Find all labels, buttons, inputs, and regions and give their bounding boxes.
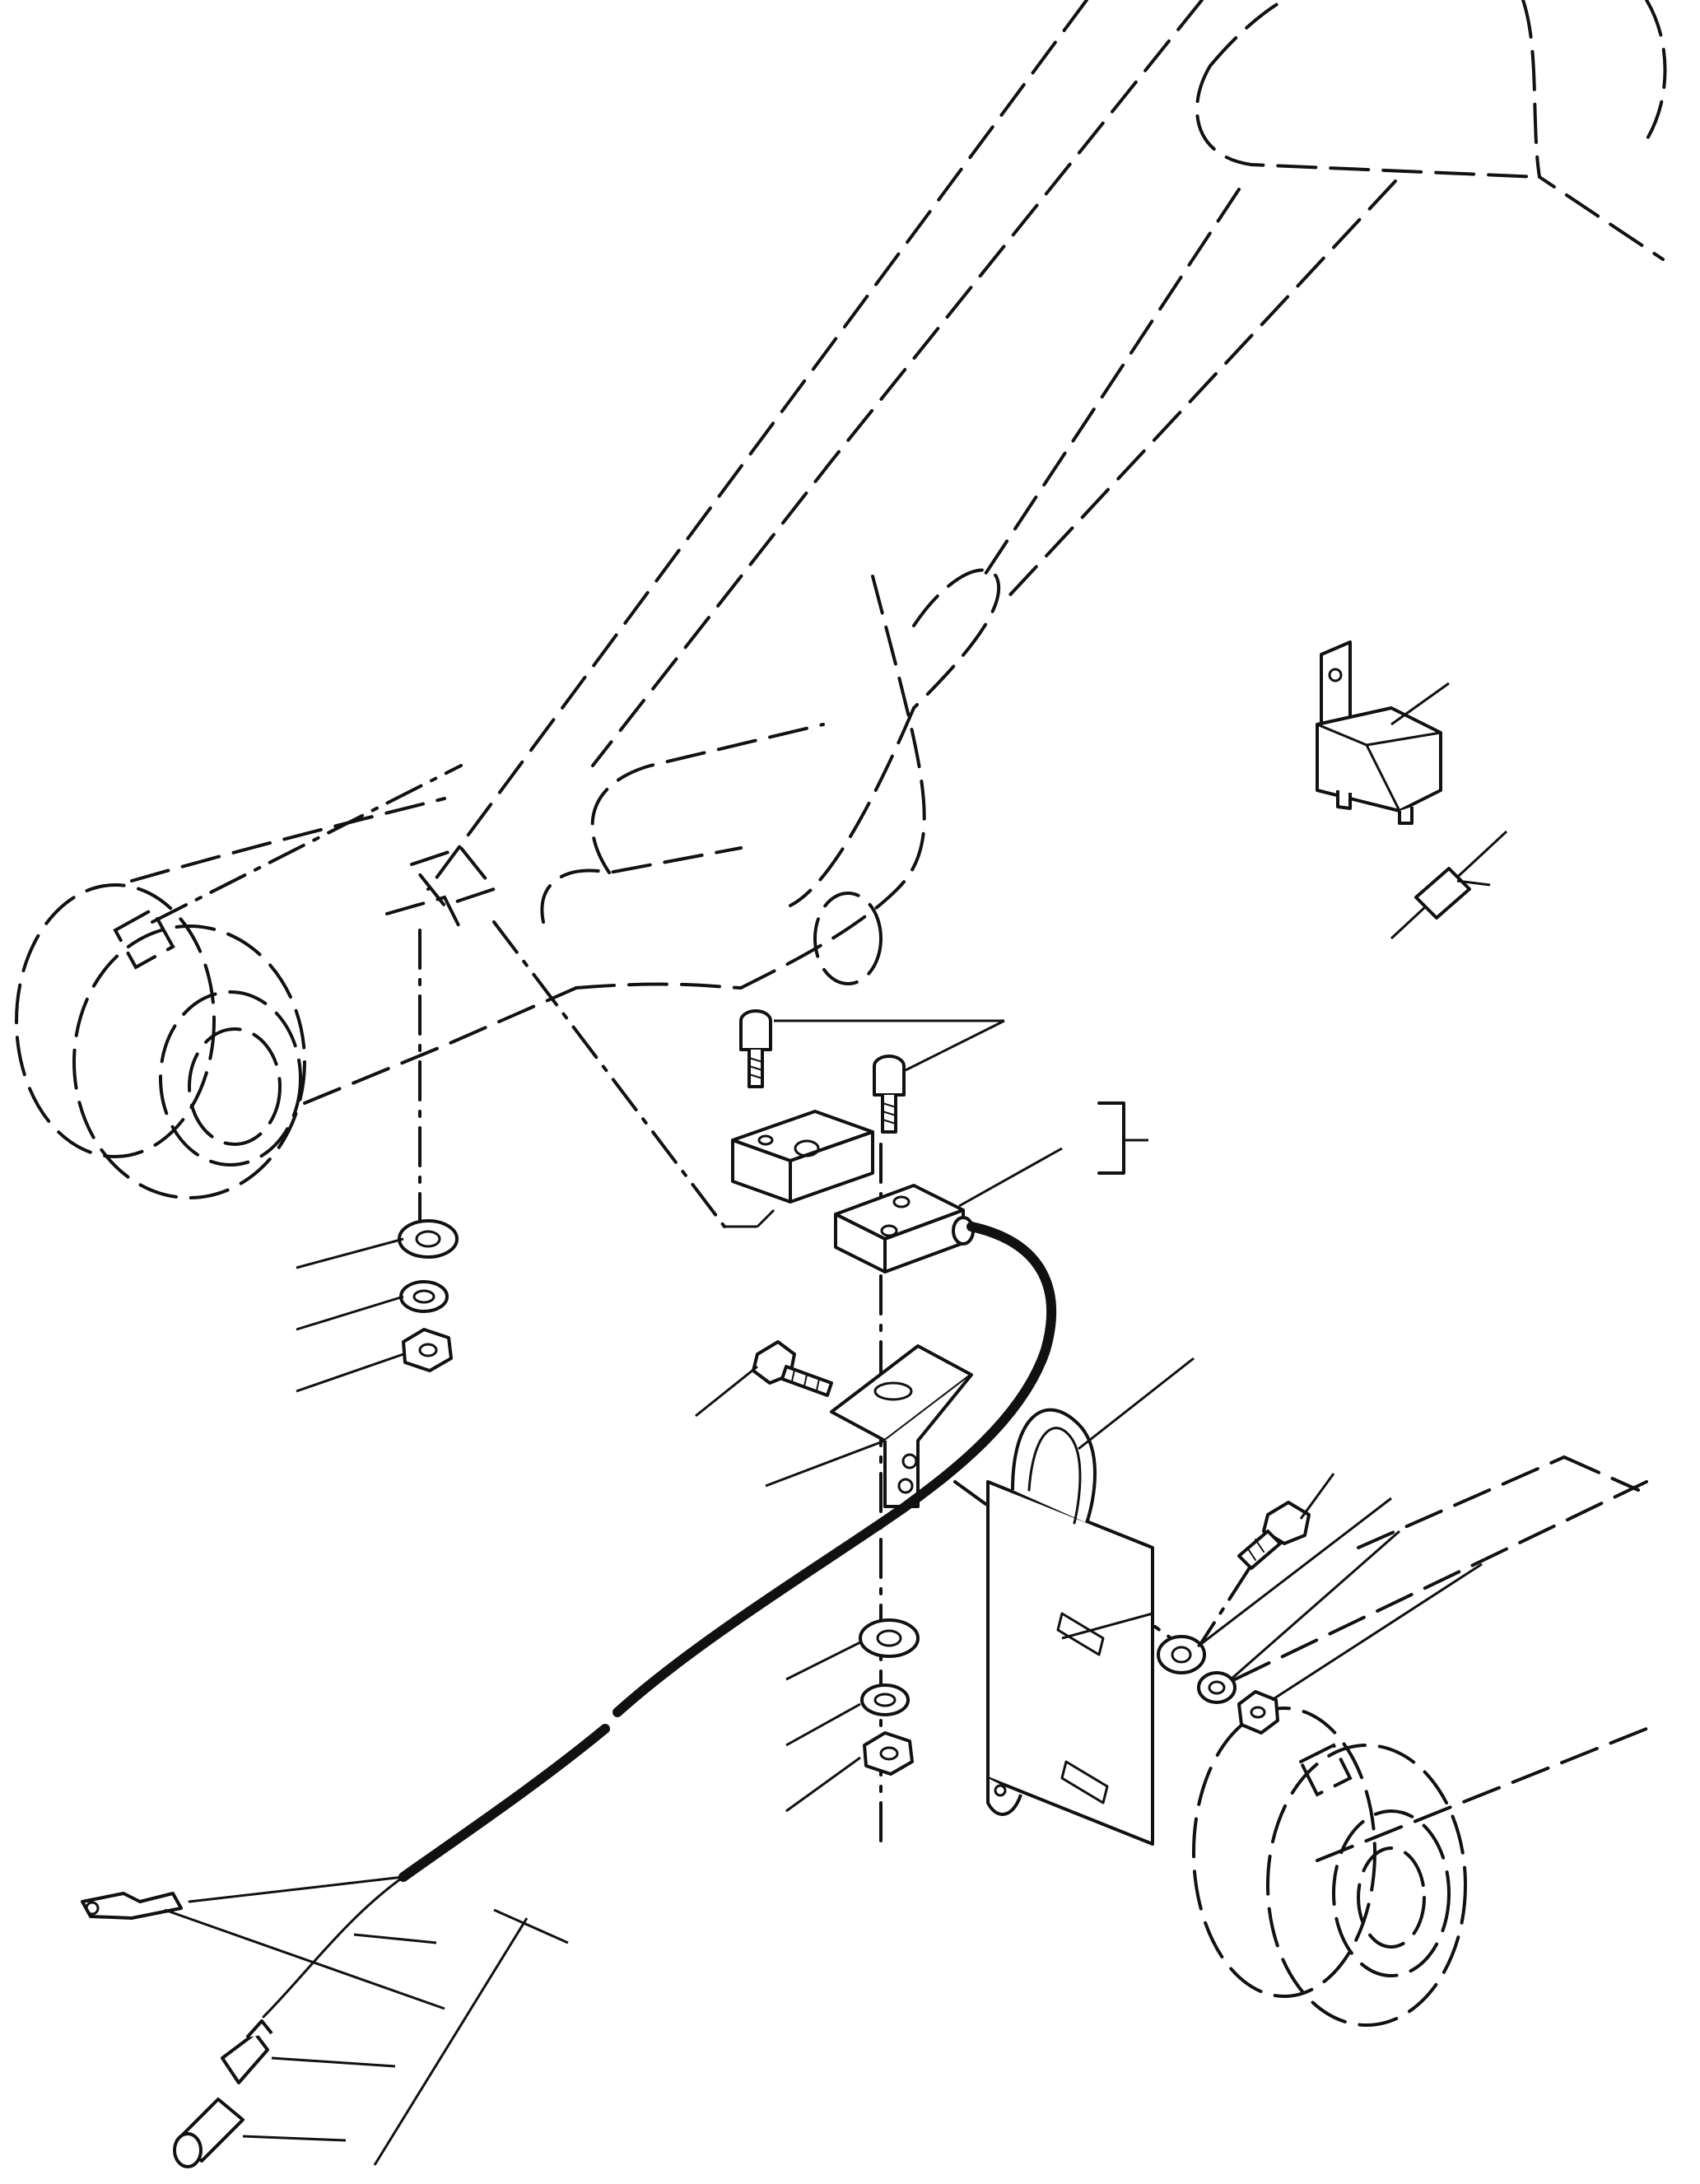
front-axle-phantom [1192,1455,1648,2027]
washer-nut-stack-left [296,1219,459,1393]
wiring-harness [188,1222,1057,2166]
plate-washer-nut-stack [1157,1497,1483,1735]
terminal-sleeve [173,2098,347,2168]
boom-pivot-boss-phantom [15,883,306,1199]
bracket-mounting-bolt [695,1340,833,1418]
boom-upper-boss-phantom [1195,0,1667,261]
ring-terminal [81,1892,445,2010]
boom-bracket-phantom [385,723,883,985]
mounting-plate [986,1357,1195,1846]
spade-terminal [221,2019,396,2084]
plate-mounting-bolt [1237,1473,1335,1570]
relay [1316,640,1450,825]
cap-screw-leader-b [905,1019,1005,1072]
cap-screw-right [873,1055,906,1134]
group-bracket [1097,1101,1125,1175]
washer-nut-stack-center [785,1618,920,1813]
proximity-switch [834,1147,1063,1274]
inline-fuse [1390,830,1508,940]
switch-actuator-block [724,1110,874,1228]
cap-screw-left [739,1009,772,1088]
boom-arm-phantom [130,0,1397,1105]
switch-bracket [765,1344,973,1508]
